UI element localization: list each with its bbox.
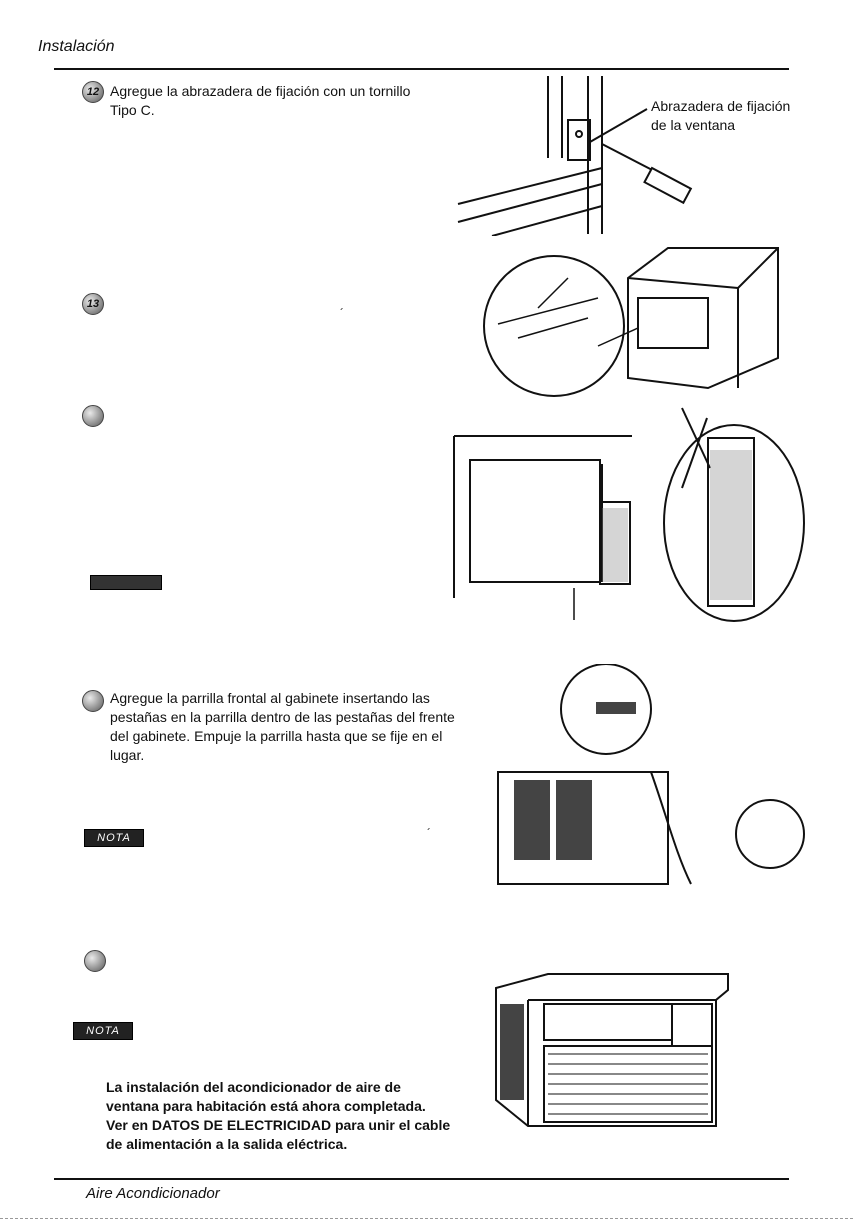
finished-unit-illustration <box>495 973 729 1127</box>
step-15-text: Agregue la parrilla frontal al gabinete … <box>110 690 455 763</box>
page-edge <box>0 1218 853 1219</box>
step-12-text: Agregue la abrazadera de fijación con un… <box>110 83 411 118</box>
unit-install-illustration <box>483 247 779 397</box>
page-footer: Aire Acondicionador <box>86 1185 220 1202</box>
header-rule <box>54 68 789 70</box>
nota-label-1: NOTA <box>84 829 144 847</box>
accent-mark: ´ <box>340 306 344 320</box>
bracket-callout-1: Abrazadera de fijación <box>651 98 791 114</box>
step-15-badge <box>82 690 104 712</box>
front-grille-illustration <box>497 664 805 885</box>
footer-rule <box>54 1178 789 1180</box>
step-14-badge <box>82 405 104 427</box>
final-step-text: La instalación del acondicionador de air… <box>106 1079 451 1152</box>
nota-label-2: NOTA <box>73 1022 133 1040</box>
accent-mark-2: ´ <box>427 826 431 840</box>
page-header: Instalación <box>38 38 115 55</box>
step-14-label-box <box>90 575 162 590</box>
step-13-badge: 13 <box>82 293 104 315</box>
bracket-callout-2: de la ventana <box>651 117 736 133</box>
filter-install-illustration <box>453 407 805 622</box>
step-16-badge <box>84 950 106 972</box>
window-bracket-illustration <box>457 76 693 236</box>
step-12-badge: 12 <box>82 81 104 103</box>
